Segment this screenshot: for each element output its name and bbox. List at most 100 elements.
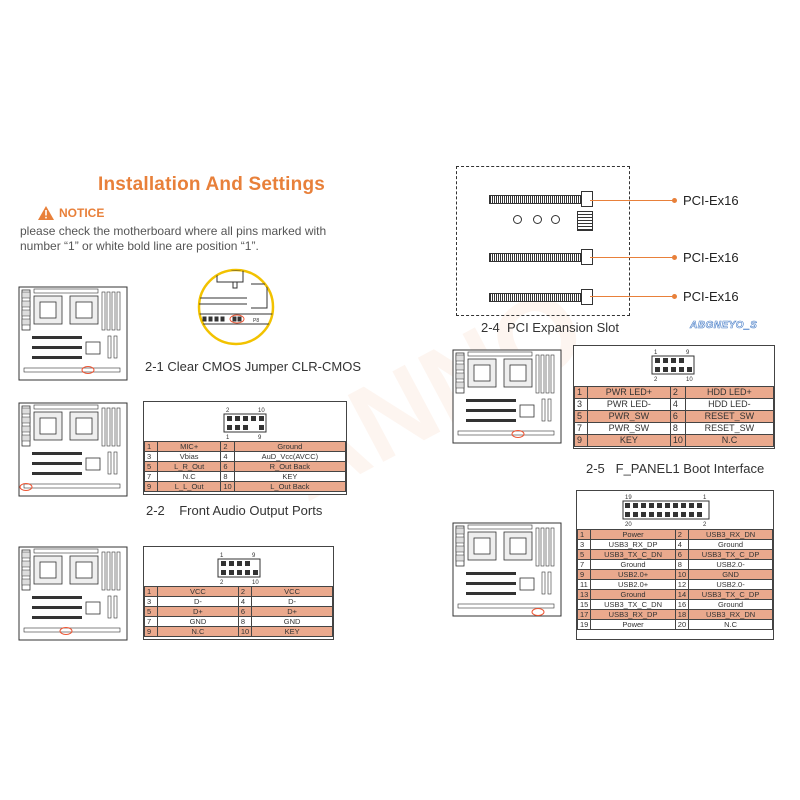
pin-signal: USB3_RX_DN [688,529,773,540]
pin-number: 8 [669,422,686,435]
pin-signal: USB2.0- [688,579,773,590]
pin-signal: PWR LED- [587,398,671,411]
pin-number: 10 [674,569,690,580]
pin-signal: USB3_RX_DN [688,609,773,620]
svg-text:9: 9 [252,553,256,559]
pin-number: 19 [576,619,592,630]
pin-signal: Vbias [156,451,222,462]
pin-number: 2 [220,441,235,452]
pin-number: 6 [674,549,690,560]
pin-signal: VCC [157,586,239,597]
pci-leader-line-1 [590,200,676,201]
pin-signal: USB2.0+ [590,579,676,590]
pin-signal: RESET_SW [684,410,775,423]
pin-signal: Ground [233,441,347,452]
notice-title: NOTICE [59,206,105,220]
pin-number: 5 [144,606,158,617]
cmos-zoom-detail: P8 [197,268,275,346]
pin-number: 4 [237,596,253,607]
pin-signal: KEY [251,626,333,637]
pin-number: 2 [674,529,690,540]
pin-header-icon: 1 9 2 10 [217,553,261,585]
brand-logo: ABGNEYO_S [690,320,758,332]
page-title: Installation And Settings [98,174,326,195]
pin-signal: MIC+ [156,441,222,452]
pci-label-3: PCI-Ex16 [683,289,739,304]
pci-slot-1 [489,195,581,204]
pin-signal: KEY [233,471,347,482]
pin-number: 3 [576,539,592,550]
pin-number: 2 [237,586,253,597]
pin-signal: VCC [251,586,333,597]
pin-number: 6 [220,461,235,472]
circle-marker [551,215,560,224]
pci-leader-line-3 [590,296,676,297]
svg-text:2: 2 [654,377,658,382]
pin-signal: D- [157,596,239,607]
fpanel-caption: 2-5 F_PANEL1 Boot Interface [586,461,765,476]
svg-text:2: 2 [220,580,224,585]
pin-signal: RESET_SW [684,422,775,435]
motherboard-diagram-cmos [18,282,128,385]
svg-text:1: 1 [226,435,230,440]
pci-slot-bracket [581,289,593,305]
pin-number: 5 [576,549,592,560]
svg-text:2: 2 [703,522,707,527]
pin-signal: PWR_SW [587,410,671,423]
pin-number: 9 [574,434,588,447]
pin-signal: D+ [251,606,333,617]
notice-text: please check the motherboard where all p… [20,224,327,253]
pin-signal: USB3_RX_DP [590,539,676,550]
pin-signal: Power [590,619,676,630]
pin-number: 7 [574,422,588,435]
pin-signal: AuD_Vcc(AVCC) [233,451,347,462]
pci-leader-line-2 [590,257,676,258]
pin-number: 8 [220,471,235,482]
pin-signal: PWR LED+ [587,386,671,399]
pin-signal: USB2.0+ [590,569,676,580]
pin-number: 10 [220,481,235,492]
pin-signal: Power [590,529,676,540]
svg-text:9: 9 [258,435,262,440]
pin-signal: HDD LED- [684,398,775,411]
pin-number: 7 [144,471,158,482]
pin-number: 1 [144,586,158,597]
pin-number: 1 [144,441,158,452]
svg-text:10: 10 [258,408,265,414]
svg-text:1: 1 [703,495,707,501]
pin-header-icon: 1 9 2 10 [651,350,695,382]
clear-cmos-caption: 2-1 Clear CMOS Jumper CLR-CMOS [145,359,361,374]
pin-signal: USB3_TX_C_DN [590,549,676,560]
pin-number: 3 [144,451,158,462]
pin-signal: L_L_Out [156,481,222,492]
pci-slot-2 [489,253,581,262]
pin-signal: USB3_TX_C_DP [688,589,773,600]
pin-number: 20 [674,619,690,630]
pci-leader-dot [672,255,677,260]
pin-number: 4 [669,398,686,411]
pci-label-2: PCI-Ex16 [683,250,739,265]
pin-number: 3 [144,596,158,607]
pin-signal: USB3_TX_C_DP [688,549,773,560]
motherboard-diagram-audio [18,398,128,501]
svg-text:19: 19 [625,495,632,501]
pin-number: 6 [669,410,686,423]
circle-marker [513,215,522,224]
